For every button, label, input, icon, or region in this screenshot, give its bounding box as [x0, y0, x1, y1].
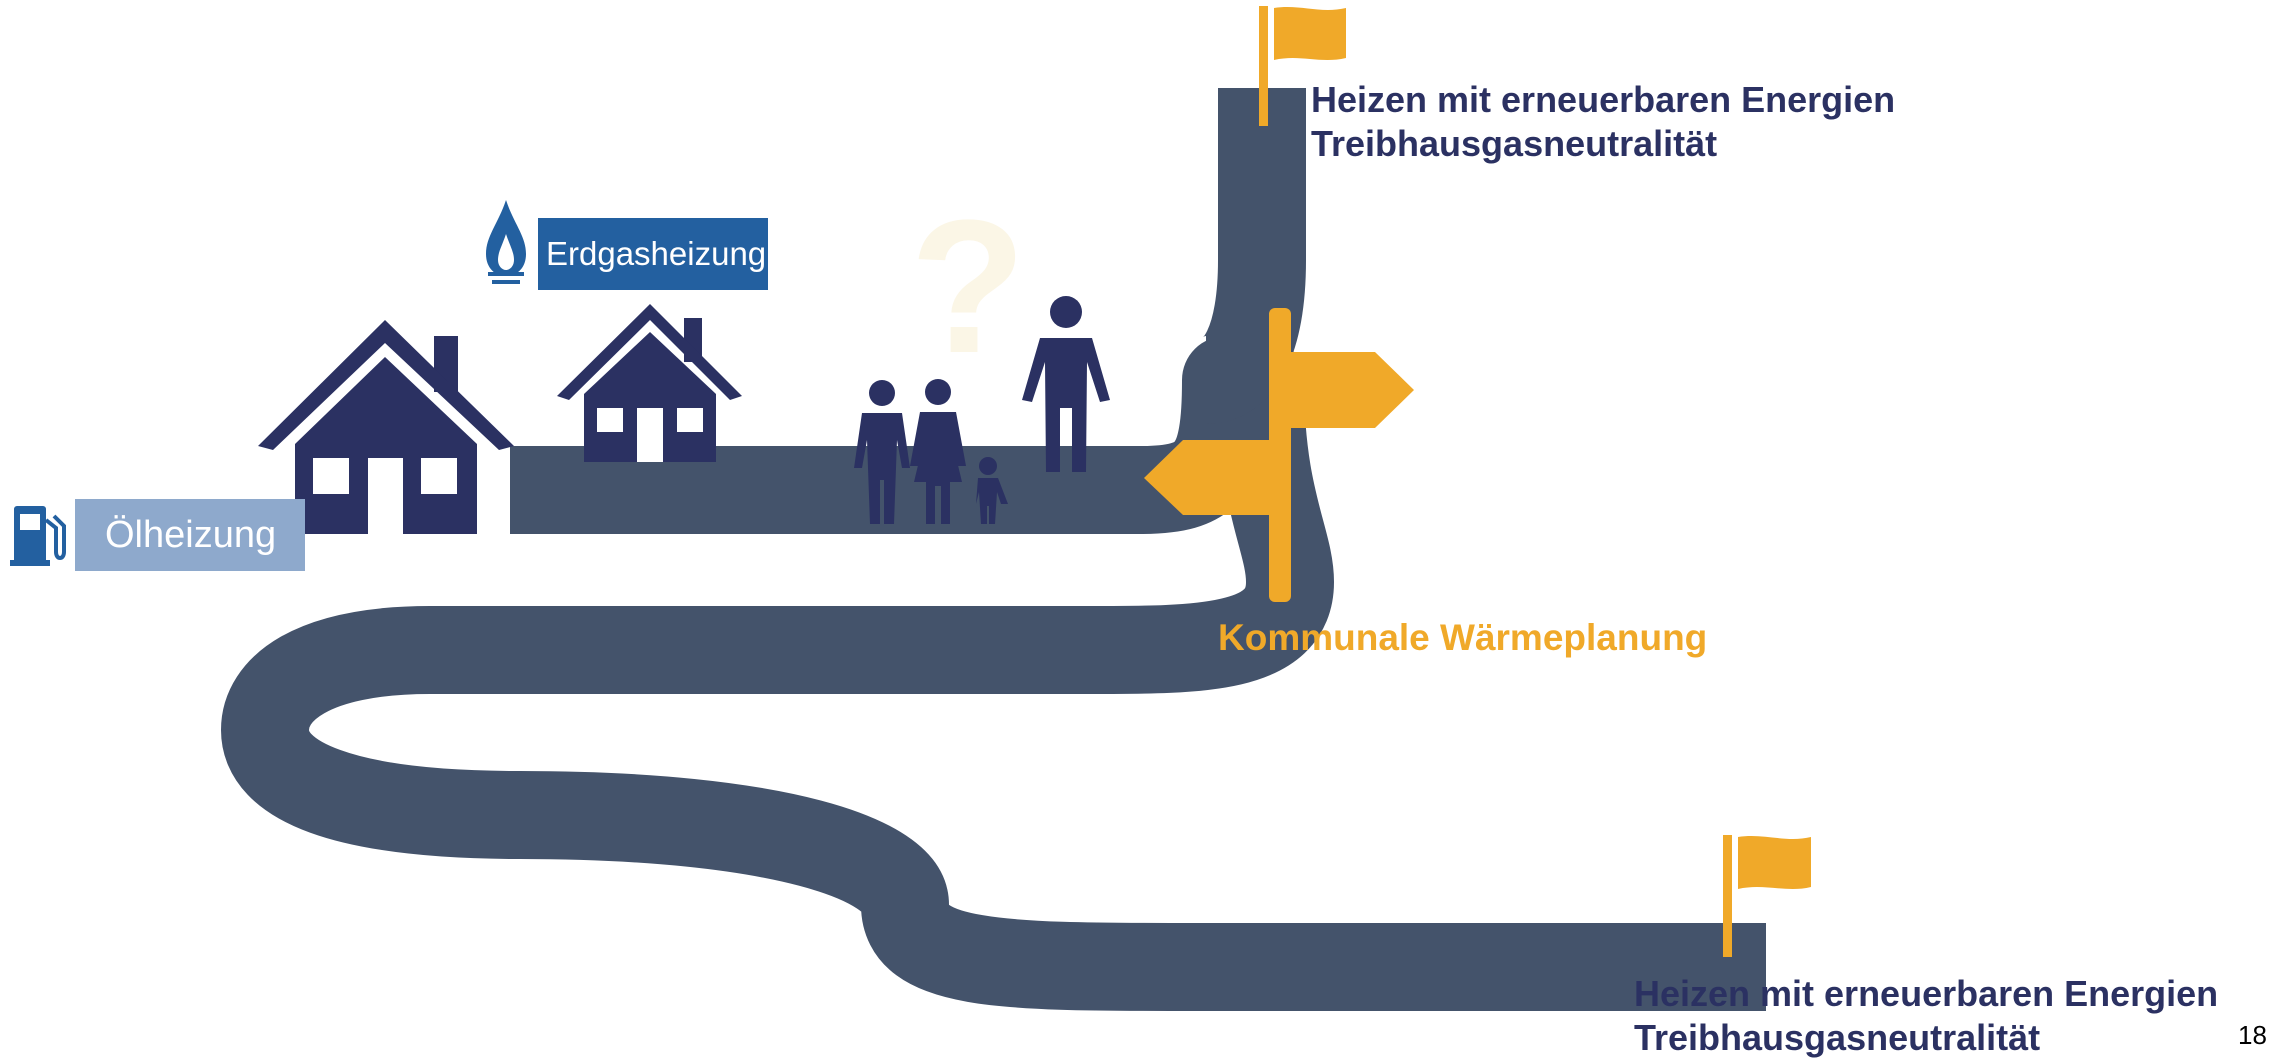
gas-flame-icon — [486, 200, 526, 284]
goal-bottom-line2: Treibhausgasneutralität — [1634, 1017, 2041, 1058]
signpost-icon — [1144, 308, 1414, 602]
municipal-heat-planning-label: Kommunale Wärmeplanung — [1218, 617, 1708, 658]
gas-heating-label: Erdgasheizung — [538, 218, 768, 290]
flag-icon — [1259, 6, 1346, 126]
road-rise — [1199, 88, 1306, 424]
goal-bottom-line1: Heizen mit erneuerbaren Energien — [1634, 973, 2219, 1014]
family-icon — [854, 379, 1008, 524]
goal-label-top: Heizen mit erneuerbaren Energien Treibha… — [1311, 78, 1895, 166]
house-icon — [557, 304, 742, 462]
road-path — [221, 336, 1766, 1011]
fuel-pump-icon — [10, 506, 66, 566]
flag-icon — [1723, 835, 1811, 957]
goal-top-line2: Treibhausgasneutralität — [1311, 123, 1718, 164]
page-number: 18 — [2238, 1020, 2267, 1050]
goal-top-line1: Heizen mit erneuerbaren Energien — [1311, 79, 1896, 120]
question-mark-icon: ? — [910, 181, 1026, 393]
house-icon — [258, 320, 514, 534]
person-icon — [1022, 296, 1110, 472]
oil-heating-label: Ölheizung — [75, 499, 305, 571]
goal-label-bottom: Heizen mit erneuerbaren Energien Treibha… — [1634, 972, 2218, 1060]
